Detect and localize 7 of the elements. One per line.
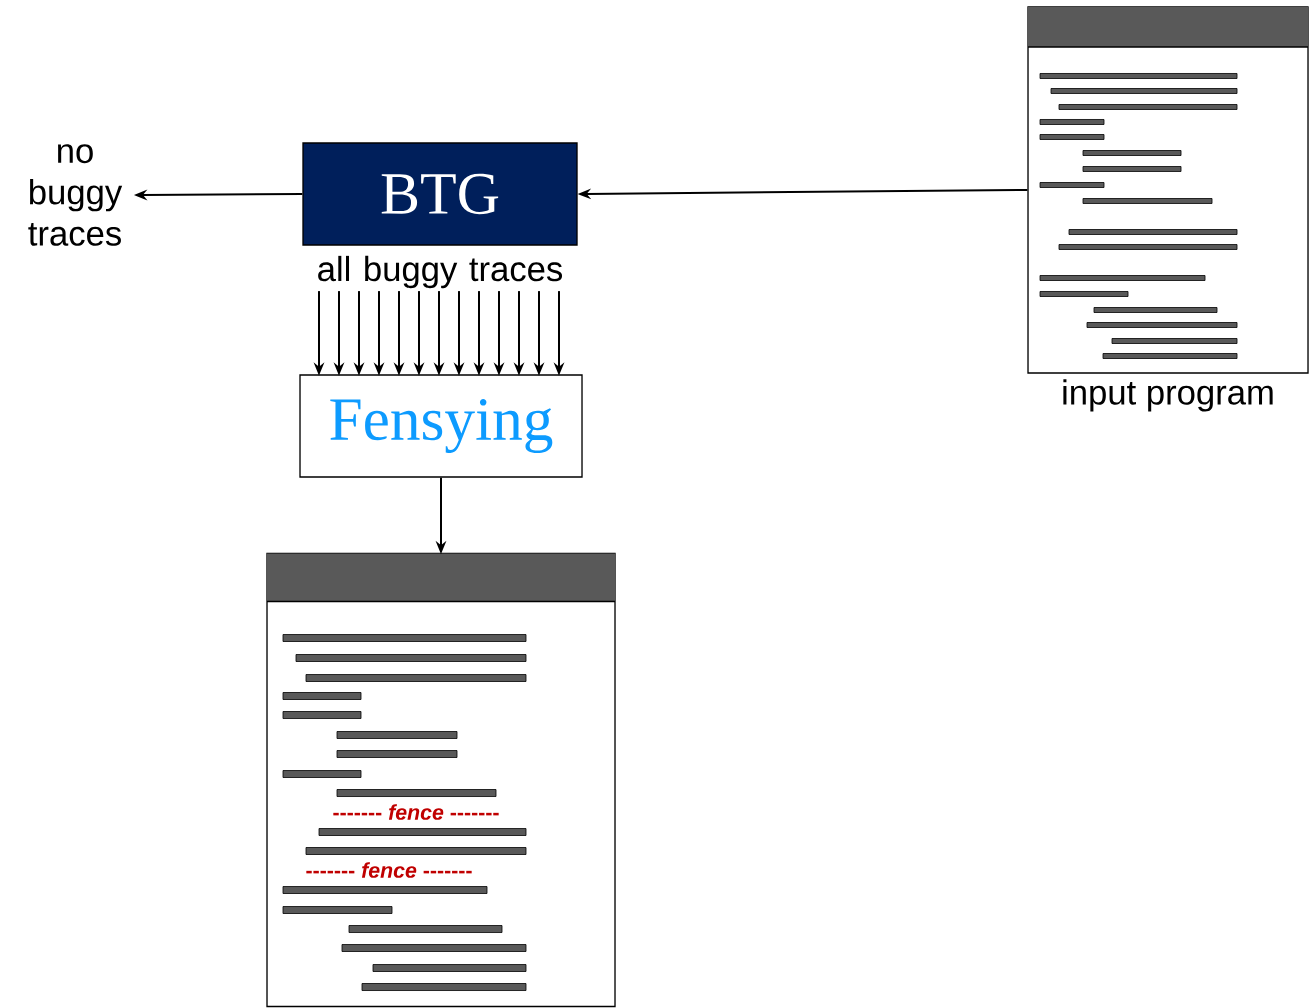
text-label: no buggy traces: [28, 144, 123, 246]
node-label: input program: [1063, 379, 1273, 412]
process-box: Fensying: [299, 374, 583, 478]
text-label: all buggy traces: [318, 255, 562, 289]
process-box: BTG: [302, 142, 578, 246]
fence-label: ------- fence -------: [306, 862, 472, 878]
fence-label: ------- fence -------: [333, 804, 499, 820]
